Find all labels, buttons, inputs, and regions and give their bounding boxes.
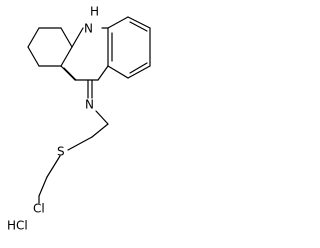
bond [60, 65, 76, 81]
chlorine-label: Cl [33, 202, 45, 216]
bond [63, 67, 77, 81]
bond [60, 46, 73, 67]
imine-nitrogen-label: N [85, 98, 94, 112]
bond [129, 62, 148, 74]
molecule-svg: H N N S Cl HCl [7, 5, 151, 233]
hcl-salt-label: HCl [7, 219, 28, 233]
bond [46, 155, 61, 178]
bond [91, 123, 109, 138]
bond [107, 16, 129, 29]
sulfur-label: S [57, 145, 65, 159]
nh-hydrogen-label: H [90, 5, 99, 19]
bond [95, 110, 109, 125]
bond [38, 176, 48, 197]
ring-nitrogen-label: N [84, 22, 93, 36]
bond [97, 65, 109, 81]
structure-diagram: H N N S Cl HCl [7, 5, 151, 233]
bond [127, 16, 151, 29]
bond [129, 21, 148, 32]
bond [71, 27, 84, 48]
bond [27, 46, 40, 67]
bond [107, 65, 129, 79]
bond [60, 27, 73, 48]
bond [127, 65, 151, 79]
bond [27, 27, 40, 48]
bond [67, 136, 93, 151]
